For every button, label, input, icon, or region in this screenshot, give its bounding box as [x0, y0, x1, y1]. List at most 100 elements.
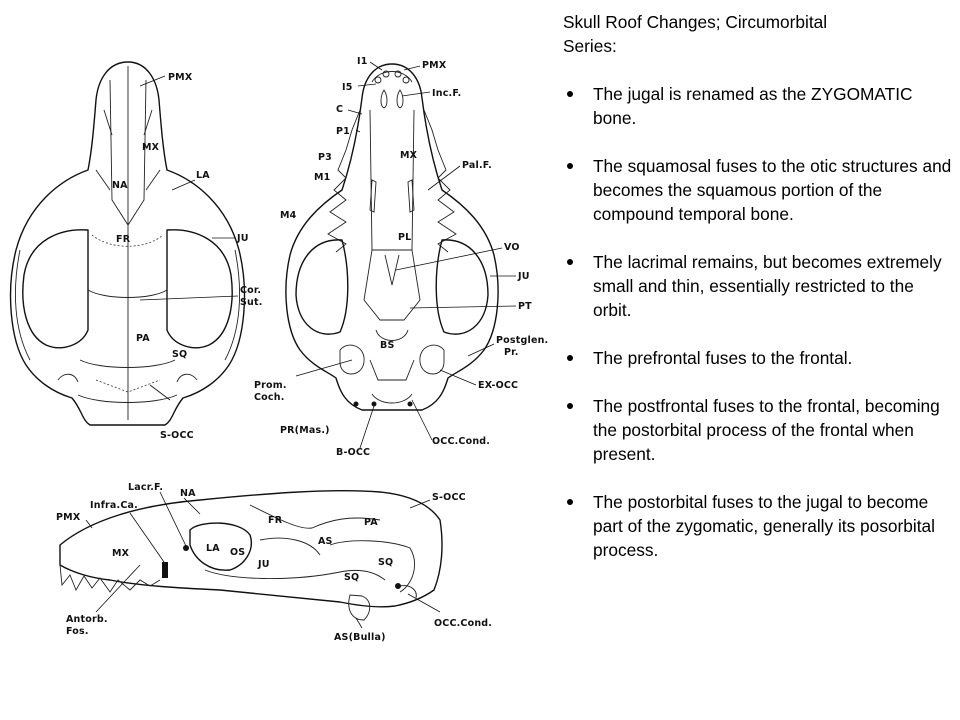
- lateral-squamosal: [329, 540, 415, 593]
- label-lateral-lacr-f: Lacr.F.: [128, 482, 163, 493]
- dorsal-skull-outline: [9, 61, 246, 426]
- label-ventral-occ-cond: OCC.Cond.: [432, 436, 490, 447]
- label-lateral-antorb: Antorb.: [66, 614, 108, 625]
- leader: [403, 65, 421, 71]
- ventral-vomer: [384, 254, 400, 286]
- dorsal-left-sq-detail: [57, 373, 79, 383]
- bullet-dot-icon: [567, 403, 573, 409]
- ventral-condyles: [371, 393, 413, 404]
- label-lateral-mx: MX: [112, 548, 130, 559]
- bullet-list: The jugal is renamed as the ZYGOMATIC bo…: [563, 82, 955, 562]
- label-lateral-occ-cond: OCC.Cond.: [434, 618, 492, 629]
- dorsal-maxilla-suture: [95, 169, 161, 191]
- dorsal-nasal-suture: [109, 79, 147, 226]
- ventral-incisor-arc: [371, 71, 413, 83]
- ventral-left-orbit: [295, 239, 349, 335]
- bullet-text: The squamosal fuses to the otic structur…: [593, 156, 952, 224]
- label-ventral-pl: PL: [398, 232, 411, 243]
- bullet-item: The lacrimal remains, but becomes extrem…: [563, 250, 955, 322]
- label-ventral-postglen: Postglen.: [496, 335, 548, 346]
- leader: [427, 165, 461, 191]
- bullet-dot-icon: [567, 91, 573, 97]
- label-lateral-as-bulla: AS(Bulla): [334, 632, 386, 643]
- dorsal-lambdoid: [95, 379, 161, 393]
- label-ventral-pr: Pr.: [504, 347, 519, 358]
- bullet-item: The postorbital fuses to the jugal to be…: [563, 490, 955, 562]
- label-ventral-bs: BS: [380, 340, 394, 351]
- ventral-foramen-dot: [353, 401, 359, 407]
- ventral-skull-outline: [285, 63, 499, 411]
- ventral-left-tooth-row: [327, 109, 361, 253]
- bullet-dot-icon: [567, 355, 573, 361]
- leader: [347, 109, 363, 115]
- label-dorsal-pmx: PMX: [168, 72, 193, 83]
- ventral-pterygoid: [363, 249, 421, 321]
- label-ventral-pmx: PMX: [422, 60, 447, 71]
- lateral-bulla: [348, 594, 371, 621]
- label-dorsal-cor: Cor.: [240, 285, 261, 296]
- label-lateral-s-occ: S-OCC: [432, 492, 466, 503]
- slide-title: Skull Roof Changes; Circumorbital Series…: [563, 12, 828, 56]
- leader: [139, 75, 166, 87]
- dorsal-left-zygoma: [14, 249, 31, 361]
- bullet-dot-icon: [567, 163, 573, 169]
- dorsal-coronal-suture: [87, 289, 168, 298]
- label-ventral-pr-mas: PR(Mas.): [280, 425, 330, 436]
- leader: [171, 179, 196, 191]
- bullet-text: The prefrontal fuses to the frontal.: [593, 348, 853, 368]
- skull-diagram-svg: PMX MX NA LA FR JU Cor. Sut. PA SQ S-OCC: [9, 56, 548, 643]
- lateral-orbit: [189, 522, 252, 571]
- dorsal-premax-suture: [103, 109, 153, 136]
- text-panel: Skull Roof Changes; Circumorbital Series…: [563, 10, 955, 586]
- lateral-condyle: [399, 585, 417, 599]
- leader: [409, 499, 431, 509]
- dorsal-right-zygoma: [224, 249, 241, 361]
- label-lateral-os: OS: [230, 547, 245, 558]
- dorsal-parietal-sq-suture: [79, 359, 176, 368]
- label-dorsal-s-occ: S-OCC: [160, 430, 194, 441]
- skull-diagram-figure: PMX MX NA LA FR JU Cor. Sut. PA SQ S-OCC: [9, 56, 548, 643]
- ventral-skull-view: I1 PMX I5 Inc.F. C P1 MX P3 Pal.F. M1 M4…: [254, 56, 548, 458]
- lateral-zygomatic-arch: [204, 569, 386, 581]
- ventral-incisor: [374, 76, 382, 84]
- ventral-palatine-foramen-right: [407, 179, 415, 213]
- label-lateral-as: AS: [318, 536, 333, 547]
- label-lateral-la: LA: [206, 543, 220, 554]
- leader: [467, 343, 495, 357]
- ventral-right-tooth-row: [423, 109, 457, 253]
- label-ventral-vo: VO: [504, 242, 520, 253]
- label-lateral-ju: JU: [257, 559, 270, 570]
- bullet-dot-icon: [567, 499, 573, 505]
- label-ventral-c: C: [336, 104, 343, 115]
- leader: [411, 399, 433, 441]
- bullet-text: The lacrimal remains, but becomes extrem…: [593, 252, 942, 320]
- label-ventral-m4: M4: [280, 210, 297, 221]
- leader: [407, 593, 441, 613]
- label-ventral-pal-f: Pal.F.: [462, 160, 492, 171]
- label-dorsal-pa: PA: [136, 333, 150, 344]
- label-lateral-pa: PA: [364, 517, 378, 528]
- leader: [401, 91, 431, 97]
- label-ventral-i1: I1: [357, 56, 368, 67]
- lateral-lacrimal-foramen: [183, 545, 189, 551]
- bullet-item: The prefrontal fuses to the frontal.: [563, 346, 955, 370]
- ventral-incisive-foramen-left: [380, 89, 388, 109]
- dorsal-right-orbit: [166, 229, 233, 349]
- ventral-foramen-dot: [407, 401, 413, 407]
- label-dorsal-mx: MX: [142, 142, 160, 153]
- ventral-palate: [369, 109, 415, 251]
- lateral-foramen-dot: [395, 583, 401, 589]
- label-dorsal-fr: FR: [116, 234, 131, 245]
- leader: [95, 564, 141, 613]
- ventral-right-orbit: [435, 239, 489, 335]
- bullet-text: The postorbital fuses to the jugal to be…: [593, 492, 935, 560]
- leader: [359, 405, 375, 449]
- leader: [139, 295, 239, 301]
- dorsal-skull-view: PMX MX NA LA FR JU Cor. Sut. PA SQ S-OCC: [9, 61, 262, 441]
- leader: [295, 359, 353, 377]
- leader: [159, 491, 187, 547]
- label-ventral-ex-occ: EX-OCC: [478, 380, 518, 391]
- leader: [355, 617, 363, 629]
- lateral-tooth-row: [59, 564, 161, 593]
